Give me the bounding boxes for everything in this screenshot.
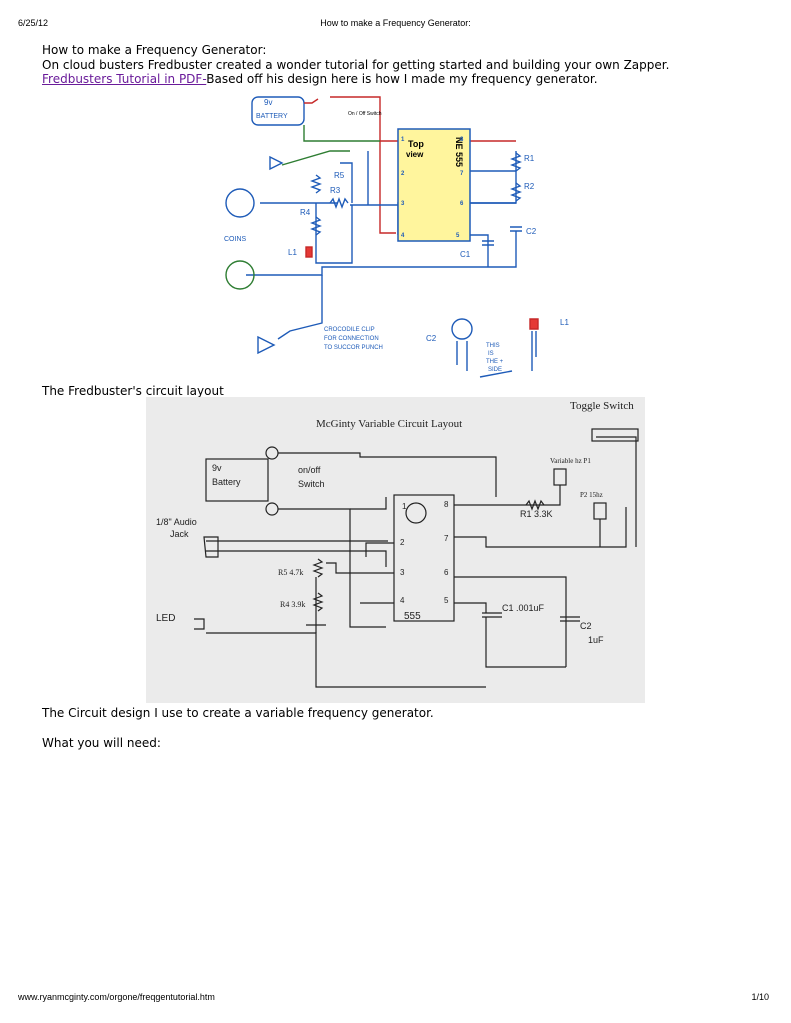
r2-label: R2 xyxy=(524,182,535,191)
c2-value-label: 1uF xyxy=(588,635,604,645)
battery-label-2: Battery xyxy=(212,477,241,487)
l1-label: L1 xyxy=(288,248,297,257)
r3-label: R3 xyxy=(330,186,341,195)
onoff-label: on/off xyxy=(298,465,321,475)
chip-name-label: NE 555 xyxy=(454,137,464,167)
pin3-label: 3 xyxy=(400,568,405,577)
pin-8: 8 xyxy=(460,137,464,143)
fredbuster-pdf-link[interactable]: Fredbusters Tutorial in PDF- xyxy=(42,72,207,86)
footer-url: www.ryanmcginty.com/orgone/freqgentutori… xyxy=(18,992,215,1002)
what-you-need-heading: What you will need: xyxy=(42,736,161,750)
battery-volts-label: 9v xyxy=(264,98,272,107)
variable-hz-label: Variable hz P1 xyxy=(550,457,591,465)
battery-volts-label-2: 9v xyxy=(212,463,222,473)
footer-page-number: 1/10 xyxy=(751,992,769,1002)
mcginty-caption: The Circuit design I use to create a var… xyxy=(42,706,434,720)
pin-7: 7 xyxy=(460,171,464,177)
pin-1: 1 xyxy=(401,137,405,143)
r5-value-label: R5 4.7k xyxy=(278,568,303,577)
pin1-label: 1 xyxy=(402,502,407,511)
side-note-2: IS xyxy=(488,351,494,357)
clip-note-line2: FOR CONNECTION xyxy=(324,336,379,342)
pin-2: 2 xyxy=(401,171,405,177)
r4-label: R4 xyxy=(300,208,311,217)
intro-link-rest: Based off his design here is how I made … xyxy=(206,72,598,86)
chip-top-label: Top xyxy=(408,139,424,149)
c2-label-2: C2 xyxy=(580,621,592,631)
r4-value-label: R4 3.9k xyxy=(280,600,305,609)
c2-legend-label: C2 xyxy=(426,334,437,343)
c1-value-label: C1 .001uF xyxy=(502,603,545,613)
intro-heading: How to make a Frequency Generator: xyxy=(42,43,267,57)
r1-value-label: R1 3.3K xyxy=(520,509,553,519)
fredbuster-schematic-image: 9v BATTERY R3 R5 R4 R1 R2 C2 C1 L1 COINS… xyxy=(220,91,570,384)
intro-paragraph: On cloud busters Fredbuster created a wo… xyxy=(42,58,670,72)
coins-label: COINS xyxy=(224,236,247,243)
r1-label: R1 xyxy=(524,154,535,163)
pin-3: 3 xyxy=(401,201,405,207)
switch-label: On / Off Switch xyxy=(348,111,382,117)
print-date: 6/25/12 xyxy=(18,18,49,28)
side-note-3: THE + xyxy=(486,359,504,365)
pin5-label: 5 xyxy=(444,596,449,605)
l1-legend-label: L1 xyxy=(560,318,569,327)
chip-view-label: view xyxy=(406,150,424,159)
pin-5: 5 xyxy=(456,233,460,239)
p2-label: P2 15hz xyxy=(580,491,603,499)
pin8-label: 8 xyxy=(444,500,449,509)
intro-link-line: Fredbusters Tutorial in PDF-Based off hi… xyxy=(42,72,598,87)
side-note-1: THIS xyxy=(486,343,500,349)
clip-note-line3: TO SUCCOR PUNCH xyxy=(324,345,383,351)
chip-555-label: 555 xyxy=(404,611,421,622)
layout-title: McGinty Variable Circuit Layout xyxy=(316,418,462,430)
battery-label: BATTERY xyxy=(256,113,288,120)
toggle-switch-label: Toggle Switch xyxy=(570,400,634,412)
audio-jack-label-1: 1/8" Audio xyxy=(156,517,197,527)
c2-label: C2 xyxy=(526,227,537,236)
mcginty-schematic-image: McGinty Variable Circuit Layout Toggle S… xyxy=(146,397,645,703)
pin7-label: 7 xyxy=(444,534,449,543)
switch-label-2: Switch xyxy=(298,479,325,489)
r5-label: R5 xyxy=(334,171,345,180)
led-label: LED xyxy=(156,613,175,624)
print-title: How to make a Frequency Generator: xyxy=(320,18,471,28)
clip-note-line1: CROCODILE CLIP xyxy=(324,327,375,333)
pin-6: 6 xyxy=(460,201,464,207)
side-note-4: SIDE xyxy=(488,367,502,373)
pin6-label: 6 xyxy=(444,568,449,577)
c1-label: C1 xyxy=(460,250,471,259)
pin-4: 4 xyxy=(401,233,405,239)
fredbuster-caption: The Fredbuster's circuit layout xyxy=(42,384,224,398)
pin2-label: 2 xyxy=(400,538,405,547)
audio-jack-label-2: Jack xyxy=(170,529,189,539)
pin4-label: 4 xyxy=(400,596,405,605)
